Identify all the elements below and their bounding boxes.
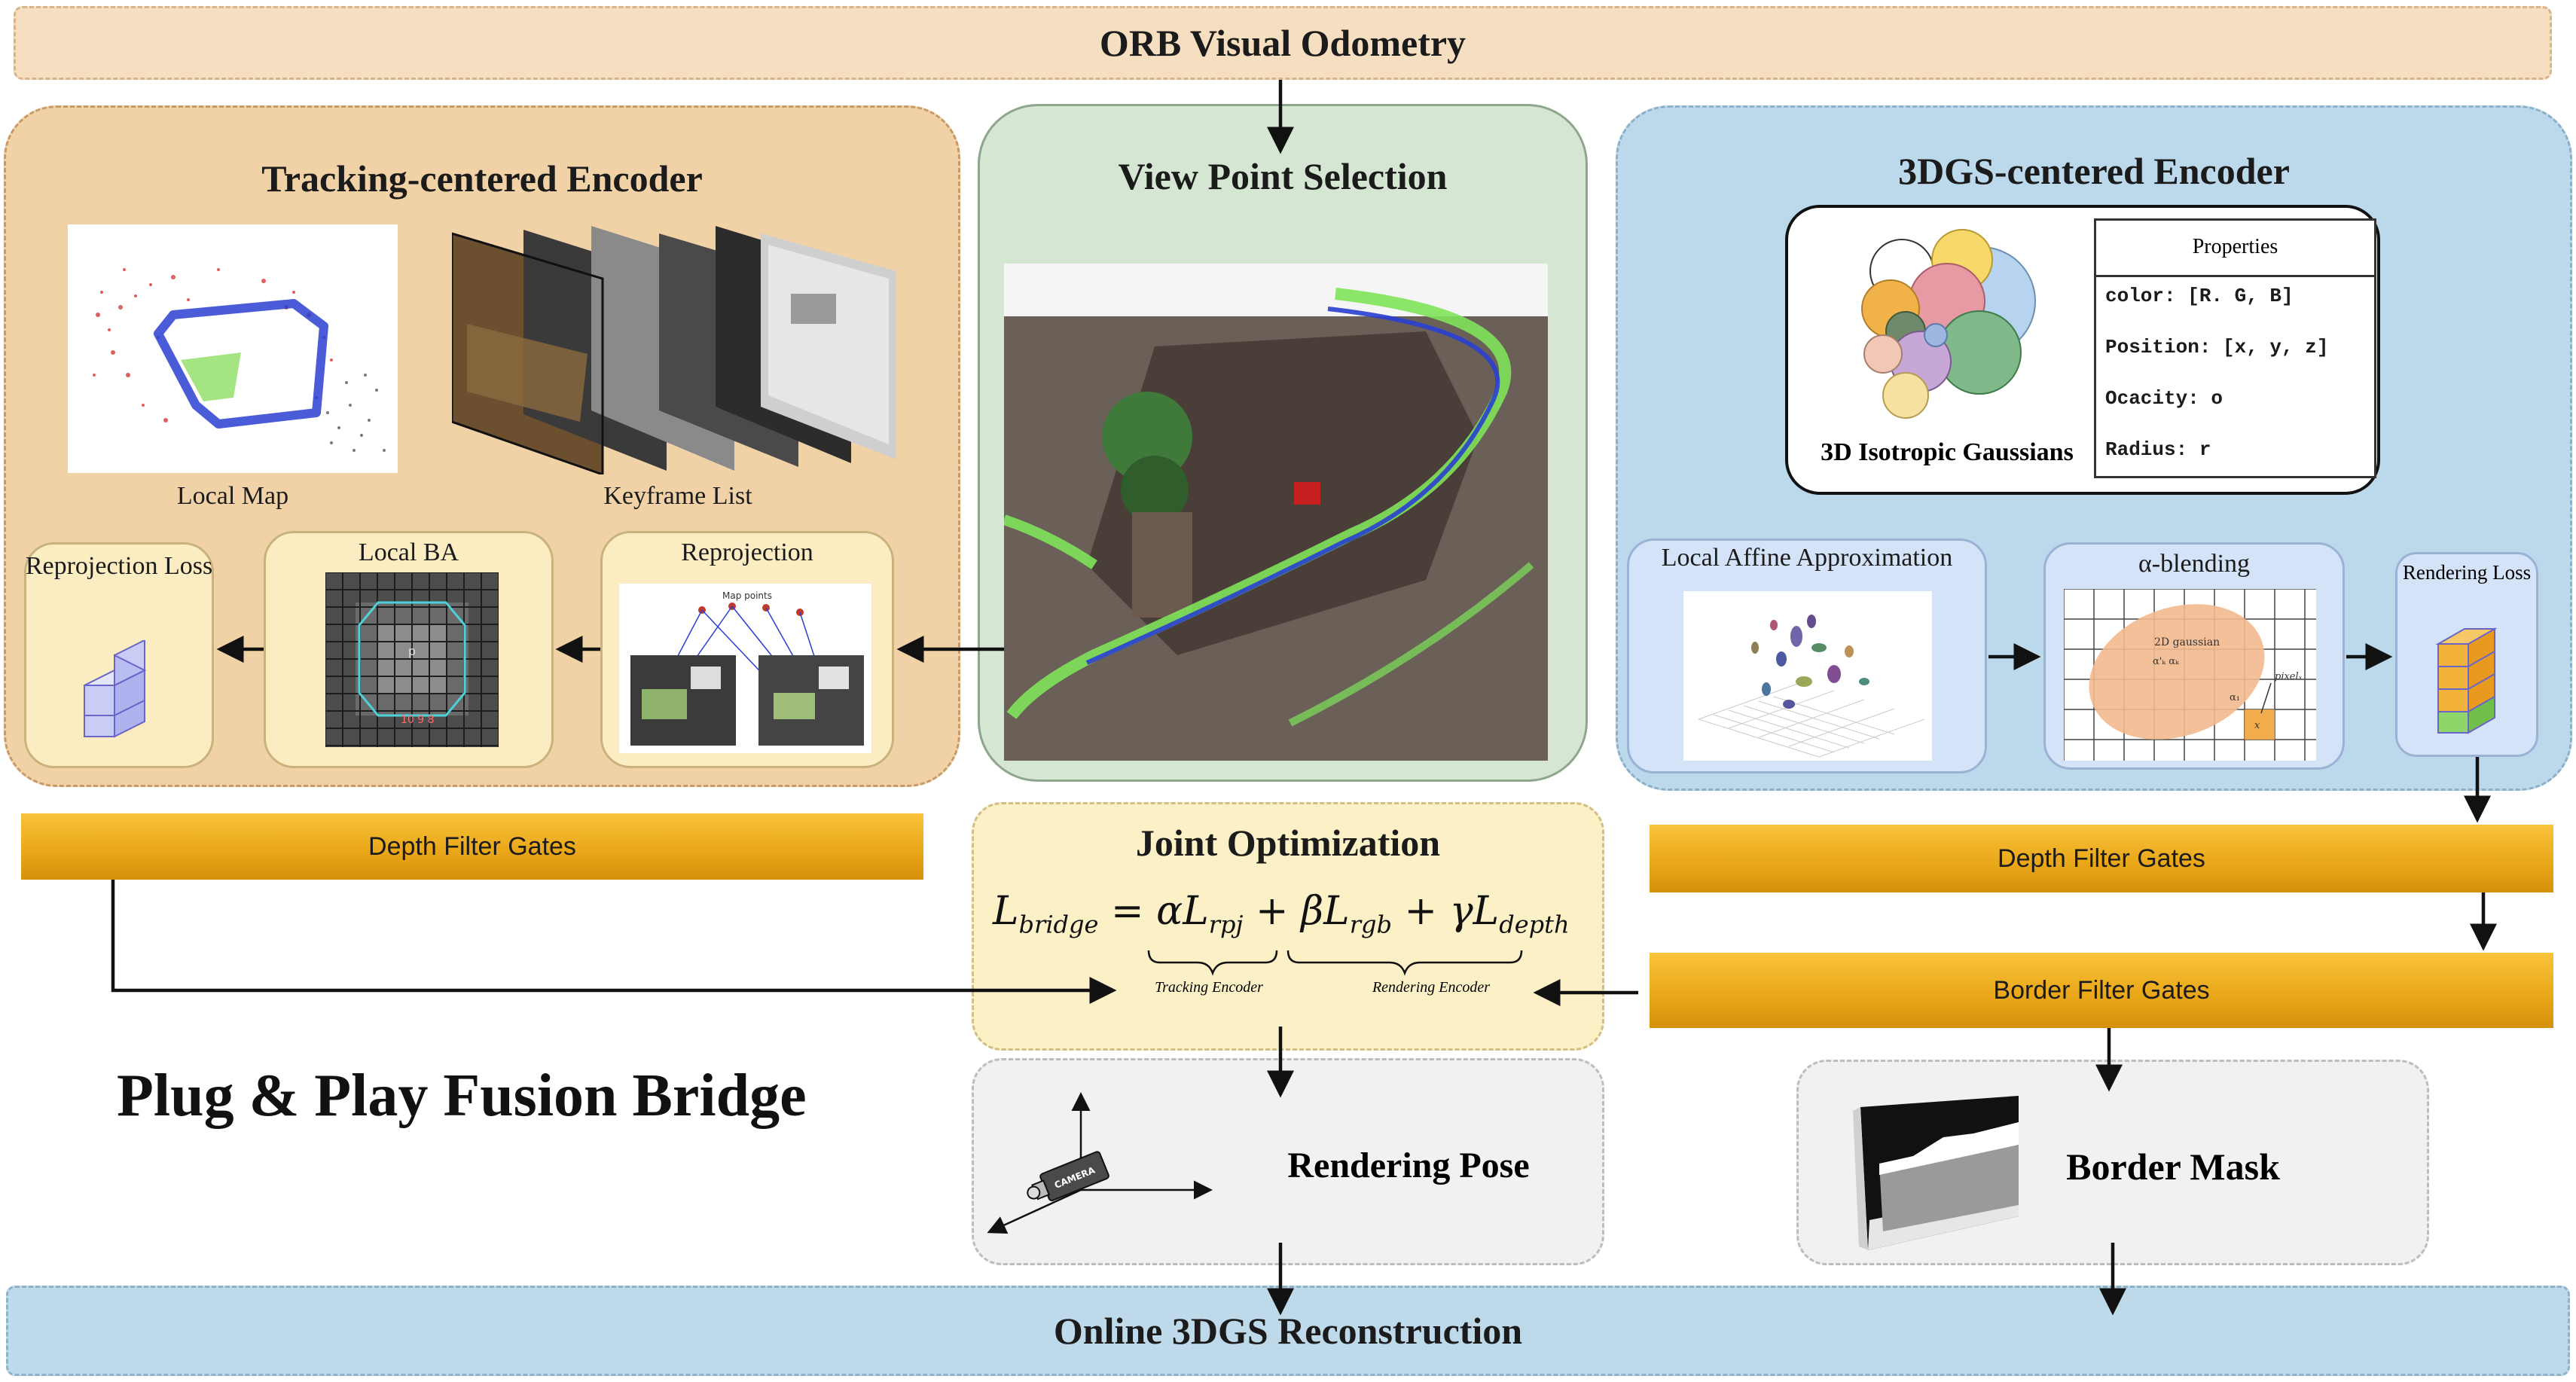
eq-beta: β bbox=[1301, 889, 1324, 934]
rendering-pose-label: Rendering Pose bbox=[1287, 1146, 1530, 1185]
orb-visual-odometry-banner: ORB Visual Odometry bbox=[14, 6, 2552, 80]
view-point-selection-title: View Point Selection bbox=[1118, 155, 1448, 197]
view-point-reconstruction-image bbox=[1002, 264, 1548, 761]
alpha-blending-image: 2D gaussian α'ₖ αₖ α₁ pixelₓ x bbox=[2064, 589, 2316, 761]
depth-filter-gates-left: Depth Filter Gates bbox=[21, 813, 923, 880]
local-ba-label: Local BA bbox=[358, 538, 459, 566]
border-mask-label: Border Mask bbox=[2066, 1146, 2280, 1188]
local-ba-image: p 10 9 8 bbox=[325, 572, 499, 747]
border-mask-image bbox=[1853, 1092, 2026, 1254]
properties-header: Properties bbox=[2094, 218, 2376, 277]
3dgs-encoder-title: 3DGS-centered Encoder bbox=[1898, 150, 2290, 192]
local-affine-image bbox=[1683, 591, 1932, 761]
eq-L-bridge: L bbox=[993, 889, 1019, 934]
loss-cubes-icon bbox=[77, 639, 160, 738]
blend-pixel-label: pixelₓ bbox=[2275, 671, 2303, 682]
depth-filter-gates-right-label: Depth Filter Gates bbox=[1998, 844, 2205, 873]
depth-filter-gates-left-label: Depth Filter Gates bbox=[368, 831, 576, 861]
reprojection-label: Reprojection bbox=[681, 538, 813, 566]
map-points-label: Map points bbox=[722, 590, 772, 601]
eq-L-rpj: L bbox=[1183, 889, 1209, 934]
blend-2d-gaussian-label: 2D gaussian bbox=[2154, 636, 2220, 648]
properties-table bbox=[2094, 218, 2376, 478]
reprojection-loss-label: Reprojection Loss bbox=[25, 552, 213, 580]
eq-alpha: α bbox=[1156, 889, 1183, 934]
eq-sub-rpj: rpj bbox=[1208, 910, 1244, 939]
blend-x-label: x bbox=[2254, 720, 2260, 731]
camera-icon: CAMERA bbox=[979, 1092, 1228, 1243]
keyframe-list-images bbox=[450, 226, 896, 477]
property-position: Position: [x, y, z] bbox=[2105, 336, 2329, 358]
orb-visual-odometry-label: ORB Visual Odometry bbox=[1099, 22, 1467, 64]
property-opacity: Ocacity: o bbox=[2105, 387, 2223, 410]
joint-optimization-equation: Lbridge = αLrpj + βLrgb + γLdepth bbox=[993, 889, 1595, 938]
joint-optimization-box bbox=[972, 802, 1604, 1051]
border-filter-gates: Border Filter Gates bbox=[1650, 953, 2553, 1028]
online-3dgs-reconstruction-label: Online 3DGS Reconstruction bbox=[1053, 1310, 1523, 1352]
blend-alpha-labels: α'ₖ αₖ bbox=[2153, 656, 2180, 667]
eq-equals: = bbox=[1098, 889, 1157, 934]
depth-filter-gates-right: Depth Filter Gates bbox=[1650, 825, 2553, 892]
rendering-loss-label: Rendering Loss bbox=[2402, 561, 2532, 584]
isotropic-gaussians-caption: 3D Isotropic Gaussians bbox=[1821, 438, 2074, 466]
fusion-bridge-title: Plug & Play Fusion Bridge bbox=[117, 1063, 807, 1129]
reprojection-image: Map points bbox=[619, 584, 871, 753]
rendering-encoder-brace-label: Rendering Encoder bbox=[1372, 979, 1491, 996]
eq-sub-rgb: rgb bbox=[1349, 910, 1392, 939]
eq-sub-depth: depth bbox=[1499, 910, 1570, 939]
blend-alpha-1: α₁ bbox=[2230, 692, 2240, 703]
property-radius: Radius: r bbox=[2105, 438, 2211, 461]
joint-optimization-title: Joint Optimization bbox=[1135, 822, 1441, 864]
local-affine-approximation-label: Local Affine Approximation bbox=[1661, 544, 1953, 572]
alpha-blending-label: α-blending bbox=[2138, 550, 2251, 578]
border-filter-gates-label: Border Filter Gates bbox=[1993, 975, 2210, 1005]
property-color: color: [R. G, B] bbox=[2105, 285, 2294, 307]
eq-gamma: γ bbox=[1449, 889, 1473, 934]
local-map-label: Local Map bbox=[176, 482, 289, 510]
svg-text:10 9 8: 10 9 8 bbox=[401, 714, 435, 726]
gaussians-spheres-image bbox=[1830, 226, 2071, 437]
eq-L-depth: L bbox=[1473, 889, 1500, 934]
tracking-encoder-brace-label: Tracking Encoder bbox=[1155, 979, 1263, 996]
tracking-encoder-title: Tracking-centered Encoder bbox=[261, 157, 703, 200]
eq-plus-1: + bbox=[1243, 889, 1302, 934]
eq-L-rgb: L bbox=[1323, 889, 1350, 934]
eq-sub-bridge: bridge bbox=[1018, 910, 1099, 939]
local-map-image bbox=[68, 224, 398, 473]
eq-plus-2: + bbox=[1391, 889, 1450, 934]
rendering-loss-cubes-icon bbox=[2434, 625, 2502, 734]
svg-text:p: p bbox=[408, 644, 416, 658]
keyframe-list-label: Keyframe List bbox=[603, 482, 752, 510]
